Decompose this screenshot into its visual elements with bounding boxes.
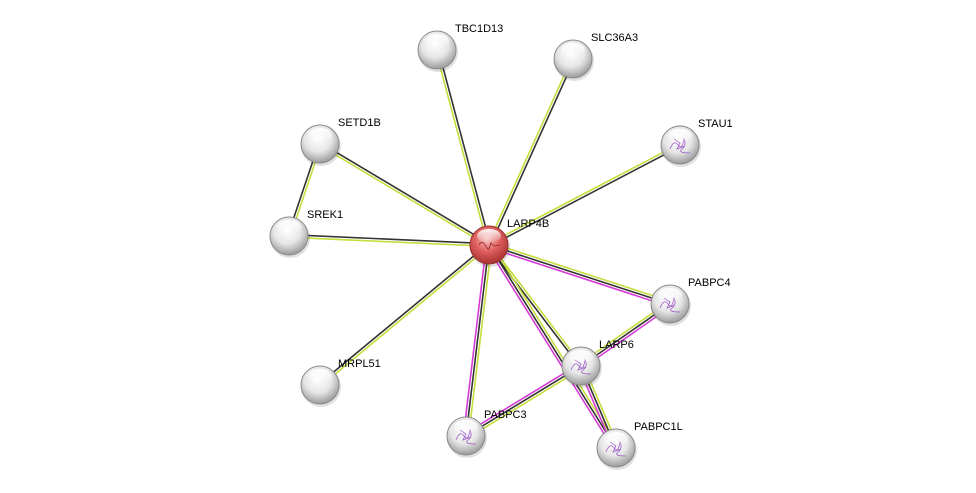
node-PABPC1L[interactable]: PABPC1L <box>596 421 683 470</box>
edge-line-textmining <box>318 144 489 247</box>
node-highlight <box>569 350 593 364</box>
protein-structure-icon <box>478 242 501 250</box>
node-LARP6[interactable]: LARP6 <box>561 339 634 388</box>
edge-line-textmining <box>490 243 619 448</box>
edge-line-textmining <box>288 236 489 248</box>
edge-line-coexpression <box>289 233 490 245</box>
edge-line-coexpression <box>465 244 490 437</box>
edge-LARP4B-TBC1D13[interactable] <box>434 49 492 246</box>
edge-LARP4B-LARP6[interactable] <box>487 243 583 368</box>
edge-line-textmining <box>466 367 583 439</box>
node-label: PABPC1L <box>634 421 683 433</box>
edge-line-coexpression <box>437 49 492 245</box>
edge-line-coexpression <box>489 145 681 247</box>
node-SLC36A3[interactable]: SLC36A3 <box>553 32 638 81</box>
node-STAU1[interactable]: STAU1 <box>660 118 733 167</box>
node-label: LARP6 <box>599 339 634 351</box>
node-highlight <box>658 288 682 302</box>
edge-LARP4B-SREK1[interactable] <box>288 233 490 248</box>
node-label: MRPL51 <box>338 358 381 370</box>
node-highlight <box>561 43 585 57</box>
node-highlight <box>454 420 478 434</box>
node-LARP4B[interactable]: LARP4B <box>469 218 549 267</box>
edge-line-experiments <box>486 245 615 450</box>
node-SREK1[interactable]: SREK1 <box>269 209 343 258</box>
node-MRPL51[interactable]: MRPL51 <box>300 358 381 407</box>
node-PABPC4[interactable]: PABPC4 <box>650 277 731 326</box>
node-label: SETD1B <box>338 117 381 129</box>
edge-line-textmining <box>467 245 493 437</box>
node-highlight <box>668 129 692 143</box>
node-label: LARP4B <box>507 218 549 230</box>
node-label: TBC1D13 <box>455 23 503 35</box>
node-label: PABPC4 <box>688 277 731 289</box>
edge-LARP4B-STAU1[interactable] <box>488 143 681 247</box>
node-highlight <box>477 229 501 243</box>
node-highlight <box>425 34 449 48</box>
node-TBC1D13[interactable]: TBC1D13 <box>417 23 503 72</box>
edge-LARP4B-SLC36A3[interactable] <box>487 58 575 246</box>
edge-line-experiments <box>487 246 670 308</box>
edge-line-textmining <box>487 58 573 245</box>
edge-line-textmining <box>489 241 672 303</box>
node-highlight <box>308 128 332 142</box>
edge-line-coexpression <box>318 243 489 385</box>
edge-line-textmining <box>434 50 489 246</box>
node-label: SREK1 <box>307 209 343 221</box>
edge-line-coexpression <box>488 244 617 449</box>
node-label: SLC36A3 <box>591 32 638 44</box>
edge-LARP4B-PABPC1L[interactable] <box>486 243 619 450</box>
edge-line-coexpression <box>488 244 671 305</box>
edge-line-coexpression <box>487 245 581 368</box>
edge-line-coexpression <box>465 365 582 437</box>
node-label: PABPC3 <box>484 409 527 421</box>
node-PABPC3[interactable]: PABPC3 <box>446 409 527 458</box>
edge-line-coexpression <box>320 142 491 245</box>
edge-LARP4B-PABPC4[interactable] <box>487 241 672 308</box>
node-label: STAU1 <box>698 118 733 130</box>
edge-line-experiments <box>462 244 488 436</box>
edge-line-textmining <box>488 143 680 245</box>
edge-line-coexpression <box>489 59 575 246</box>
node-SETD1B[interactable]: SETD1B <box>300 117 381 166</box>
edge-LARP6-PABPC3[interactable] <box>464 363 583 439</box>
node-highlight <box>604 432 628 446</box>
node-highlight <box>308 369 332 383</box>
edge-line-experiments <box>464 363 581 435</box>
edge-line-textmining <box>320 245 491 387</box>
node-highlight <box>277 220 301 234</box>
edge-line-textmining <box>489 243 583 366</box>
edge-LARP4B-MRPL51[interactable] <box>318 243 491 387</box>
edge-LARP4B-SETD1B[interactable] <box>318 142 491 247</box>
edge-LARP4B-PABPC3[interactable] <box>462 244 493 437</box>
